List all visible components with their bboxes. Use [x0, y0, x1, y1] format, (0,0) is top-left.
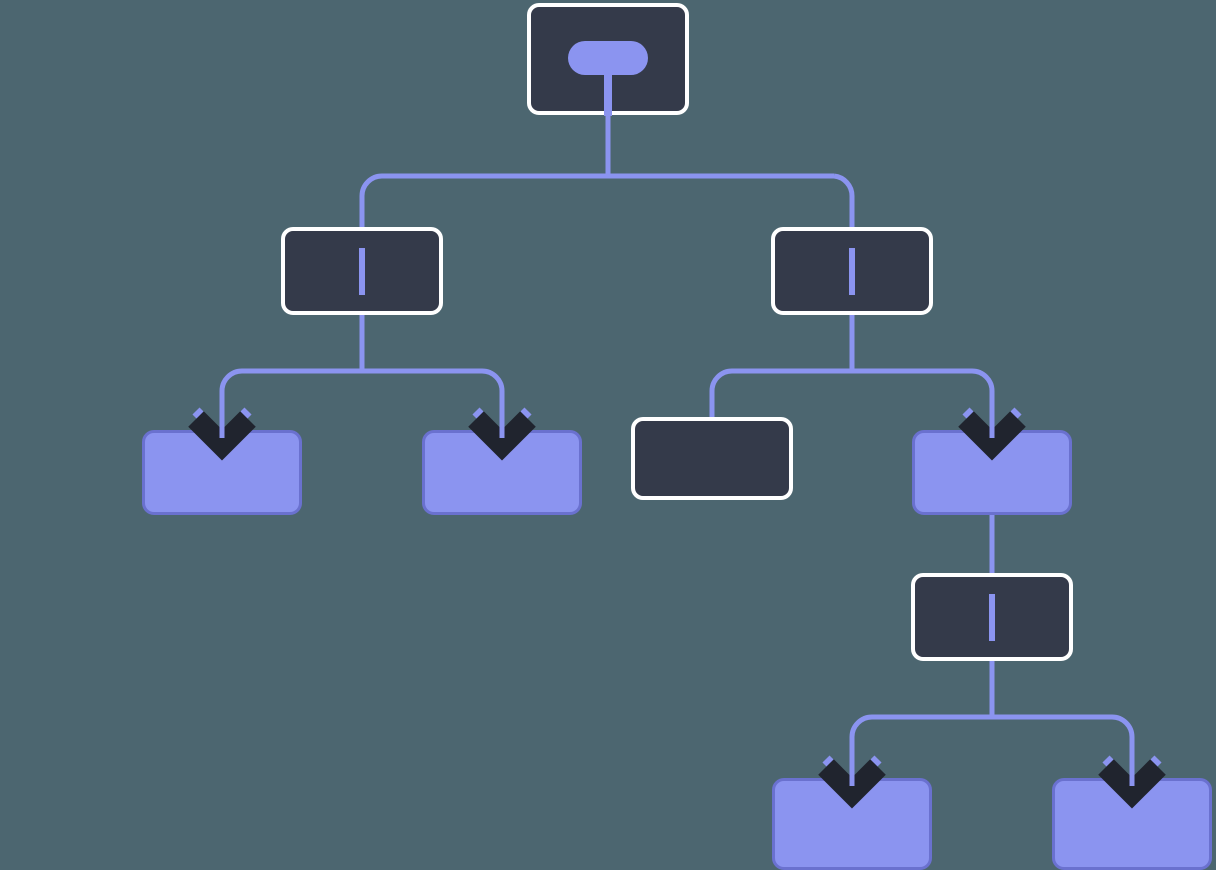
node-l2-a[interactable]	[142, 430, 302, 515]
node-l1-left[interactable]	[281, 227, 443, 315]
node-l4-b[interactable]	[1052, 778, 1212, 870]
node-l2-b[interactable]	[422, 430, 582, 515]
node-l1-right[interactable]	[771, 227, 933, 315]
node-l2-c[interactable]	[631, 417, 793, 500]
node-l3-a[interactable]	[911, 573, 1073, 661]
root-pill-stem-icon	[604, 60, 612, 116]
node-l4-a[interactable]	[772, 778, 932, 870]
node-l2-d[interactable]	[912, 430, 1072, 515]
node-root[interactable]	[527, 3, 689, 116]
